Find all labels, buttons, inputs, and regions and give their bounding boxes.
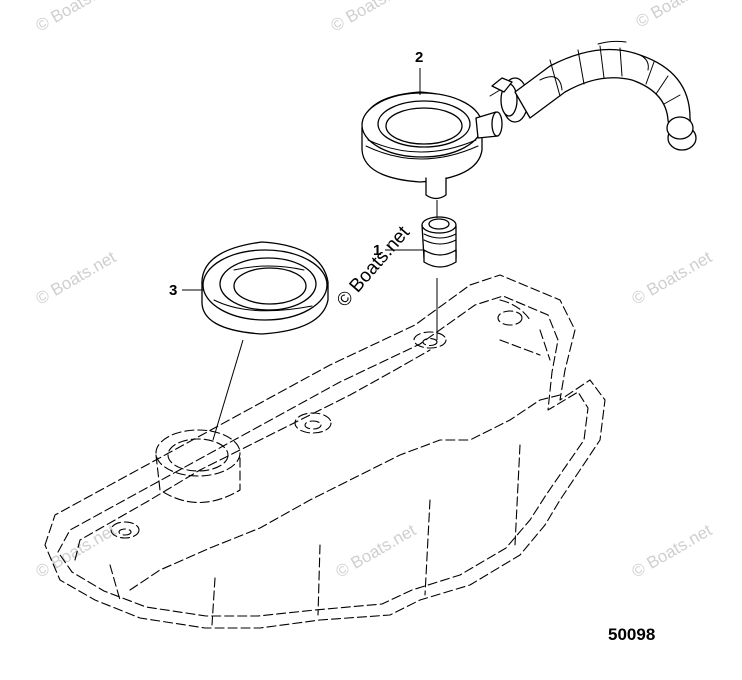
figure-number: 50098 xyxy=(608,625,655,644)
breather-valve xyxy=(361,91,503,200)
watermark: © Boats.net xyxy=(33,520,120,581)
watermark: © Boats.net xyxy=(629,247,716,308)
grommet-seal xyxy=(201,241,329,335)
watermark: © Boats.net xyxy=(333,520,420,581)
vent-hose xyxy=(514,40,697,151)
callout-group: 2 1 3 xyxy=(169,49,424,299)
callout-3: 3 xyxy=(169,282,177,299)
valve-cover-outline xyxy=(44,274,606,629)
vent-fitting xyxy=(421,216,457,268)
assembly-lines xyxy=(212,200,438,441)
callout-1: 1 xyxy=(373,242,381,259)
callout-2: 2 xyxy=(415,49,423,66)
watermark: © Boats.net xyxy=(33,247,120,308)
watermark-main: © Boats.net xyxy=(333,222,415,311)
watermark: © Boats.net xyxy=(33,0,120,35)
watermark: © Boats.net xyxy=(633,0,720,31)
watermark: © Boats.net xyxy=(629,520,716,581)
watermark: © Boats.net xyxy=(328,0,415,35)
